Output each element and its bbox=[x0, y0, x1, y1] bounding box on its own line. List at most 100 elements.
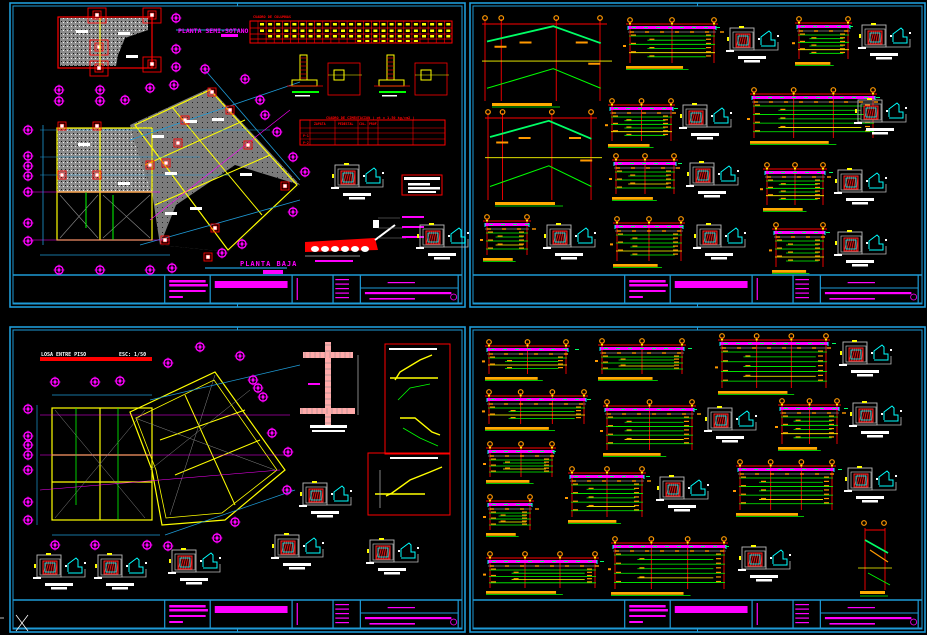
rebar-label bbox=[534, 353, 538, 355]
axis-bubble bbox=[806, 398, 813, 404]
rebar-label bbox=[716, 562, 721, 564]
table-cell bbox=[373, 29, 378, 32]
bent-bar-shape bbox=[365, 167, 381, 184]
grid-bubble-label bbox=[57, 99, 61, 103]
rebar-label bbox=[830, 473, 834, 475]
axis-bubble bbox=[597, 15, 603, 21]
stirrup bbox=[780, 97, 784, 98]
beam bbox=[154, 154, 271, 206]
rebar-label bbox=[755, 473, 759, 475]
section-dimension bbox=[687, 172, 689, 176]
axis-bubble bbox=[689, 399, 695, 405]
stirrup bbox=[528, 451, 532, 452]
stirrup bbox=[631, 226, 635, 227]
rebar-label bbox=[741, 502, 746, 504]
rebar-label bbox=[824, 480, 829, 482]
rebar-label bbox=[617, 178, 622, 180]
table-cell bbox=[430, 23, 435, 26]
stirrup bbox=[644, 27, 648, 28]
column-marker bbox=[210, 223, 220, 233]
title-block-text bbox=[795, 292, 809, 294]
section-label bbox=[726, 50, 734, 52]
axis-bubble bbox=[773, 222, 779, 228]
rebar-label bbox=[783, 415, 788, 417]
table-cell bbox=[316, 29, 321, 32]
section-dimension bbox=[694, 234, 696, 238]
footing bbox=[291, 79, 318, 87]
bar-mark bbox=[688, 487, 690, 489]
section-outline bbox=[277, 538, 299, 556]
dimension-text bbox=[595, 360, 598, 362]
table-cell bbox=[276, 23, 281, 26]
stirrup bbox=[621, 409, 625, 410]
dimension-text bbox=[641, 344, 643, 346]
column-marker bbox=[147, 10, 157, 20]
stirrup bbox=[492, 561, 496, 562]
axis-bubble bbox=[522, 551, 528, 557]
section-title bbox=[870, 53, 898, 56]
stirrup bbox=[491, 349, 495, 350]
section-hatch bbox=[876, 105, 879, 120]
column-marker bbox=[207, 87, 217, 97]
stirrup bbox=[840, 97, 844, 98]
detail-scale bbox=[382, 95, 397, 97]
rebar-label bbox=[666, 174, 671, 176]
logo-icon bbox=[910, 293, 918, 301]
grid-bubble-label bbox=[93, 380, 97, 384]
rebar-label bbox=[741, 485, 746, 487]
grid-bubble-label bbox=[26, 453, 30, 457]
rebar-label bbox=[602, 352, 606, 354]
section-label bbox=[33, 577, 41, 579]
rebar-label bbox=[673, 245, 678, 247]
rebar-label bbox=[535, 508, 539, 510]
stirrup bbox=[814, 232, 818, 233]
rebar-label bbox=[705, 550, 709, 552]
leader-line bbox=[877, 417, 902, 426]
bar-mark bbox=[382, 172, 384, 174]
rebar-label bbox=[800, 473, 804, 475]
table-cell bbox=[341, 29, 345, 32]
column-core bbox=[163, 160, 169, 166]
dimension-text bbox=[571, 472, 573, 474]
rebar-label bbox=[587, 581, 592, 583]
table-cell bbox=[341, 23, 345, 26]
rebar-label bbox=[632, 480, 636, 482]
leader-line bbox=[882, 114, 907, 123]
axis-bubble bbox=[881, 520, 887, 526]
dimension-text bbox=[611, 104, 613, 106]
dimension-text bbox=[769, 465, 772, 467]
section-scale bbox=[867, 435, 883, 438]
stirrup bbox=[864, 97, 868, 98]
axis-bubble bbox=[557, 551, 563, 557]
section-hatch bbox=[678, 482, 681, 497]
title-block-text bbox=[795, 604, 809, 606]
stirrup bbox=[844, 408, 848, 409]
grid-bubble-label bbox=[291, 155, 295, 159]
rebar-label bbox=[519, 235, 524, 237]
rebar-label bbox=[674, 358, 679, 360]
table-cell bbox=[397, 29, 402, 32]
grid-line bbox=[139, 199, 301, 246]
axis-bubble bbox=[737, 459, 743, 465]
bar-mark bbox=[909, 32, 911, 34]
rebar-label bbox=[544, 464, 549, 466]
stirrup bbox=[678, 163, 682, 164]
rebar-label bbox=[490, 508, 494, 510]
title-block-notes bbox=[214, 281, 288, 288]
opening-cross bbox=[59, 194, 99, 239]
stirrup bbox=[516, 561, 520, 562]
column-marker bbox=[145, 160, 155, 170]
dimension-text bbox=[489, 500, 491, 502]
detail-title-bar bbox=[860, 591, 885, 594]
leader-line bbox=[886, 39, 911, 48]
detail-title-bar bbox=[611, 592, 684, 595]
rebar-label bbox=[829, 428, 834, 430]
rebar-label bbox=[795, 436, 801, 438]
rebar-label bbox=[797, 176, 801, 178]
leader-line bbox=[714, 177, 739, 186]
dimension-text bbox=[526, 345, 529, 347]
axis-bubble bbox=[487, 551, 493, 557]
bent-bar-shape bbox=[868, 172, 884, 189]
pedestal bbox=[386, 54, 395, 81]
